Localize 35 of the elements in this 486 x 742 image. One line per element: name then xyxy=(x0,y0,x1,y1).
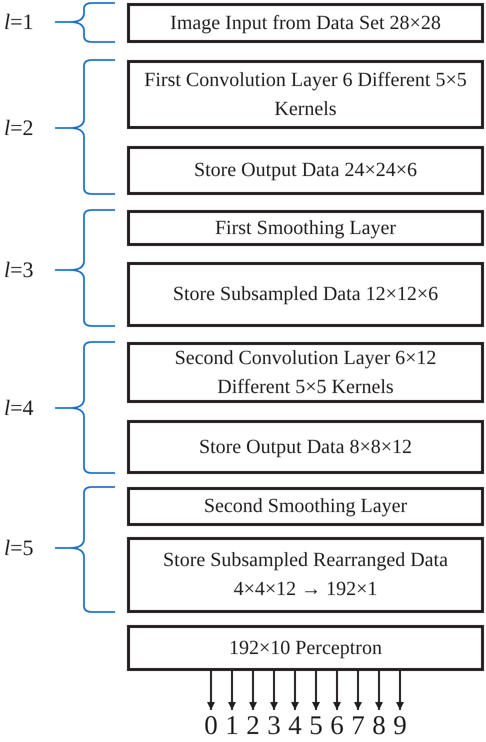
layer-box: Second Smoothing Layer xyxy=(127,487,484,526)
arrow xyxy=(207,671,215,710)
arrow xyxy=(333,671,341,710)
output-digit: 0 xyxy=(201,710,221,740)
layer-box: First Convolution Layer 6 Different 5×5 Kernels xyxy=(127,60,484,129)
arrow xyxy=(312,671,320,710)
layer-box: Image Input from Data Set 28×28 xyxy=(127,3,484,43)
output-digit: 2 xyxy=(243,710,263,740)
output-digit: 3 xyxy=(264,710,284,740)
output-digit: 5 xyxy=(306,710,326,740)
arrow xyxy=(375,671,383,710)
layer-label: l=5 xyxy=(4,535,34,561)
layer-label: l=1 xyxy=(4,9,34,35)
arrow xyxy=(354,671,362,710)
layer-box: First Smoothing Layer xyxy=(127,210,484,246)
layer-label: l=3 xyxy=(4,257,34,283)
output-digit: 1 xyxy=(222,710,242,740)
arrow xyxy=(249,671,257,710)
output-digit: 7 xyxy=(348,710,368,740)
output-digit: 9 xyxy=(390,710,410,740)
layer-box: Second Convolution Layer 6×12 Different 5×5 Kernels xyxy=(127,342,484,403)
output-digit: 6 xyxy=(327,710,347,740)
arrow xyxy=(396,671,404,710)
arrow xyxy=(228,671,236,710)
output-digit: 4 xyxy=(285,710,305,740)
layer-box: Store Output Data 24×24×6 xyxy=(127,146,484,195)
layer-label: l=4 xyxy=(4,395,34,421)
layer-box: 192×10 Perceptron xyxy=(127,625,484,671)
layer-box: Store Subsampled Data 12×12×6 xyxy=(127,262,484,327)
output-digit: 8 xyxy=(369,710,389,740)
arrow xyxy=(291,671,299,710)
layer-box: Store Subsampled Rearranged Data 4×4×12 → 192×1 xyxy=(127,537,484,613)
layer-label: l=2 xyxy=(4,115,34,141)
arrow xyxy=(270,671,278,710)
layer-box: Store Output Data 8×8×12 xyxy=(127,420,484,474)
